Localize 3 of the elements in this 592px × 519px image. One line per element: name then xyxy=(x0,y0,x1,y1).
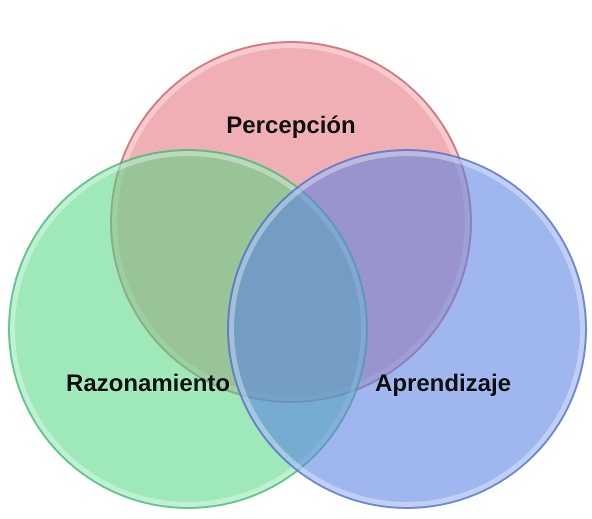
circle-label: Aprendizaje xyxy=(374,369,512,399)
circle-label: Percepción xyxy=(226,111,356,141)
circle-label: Razonamiento xyxy=(66,369,230,399)
